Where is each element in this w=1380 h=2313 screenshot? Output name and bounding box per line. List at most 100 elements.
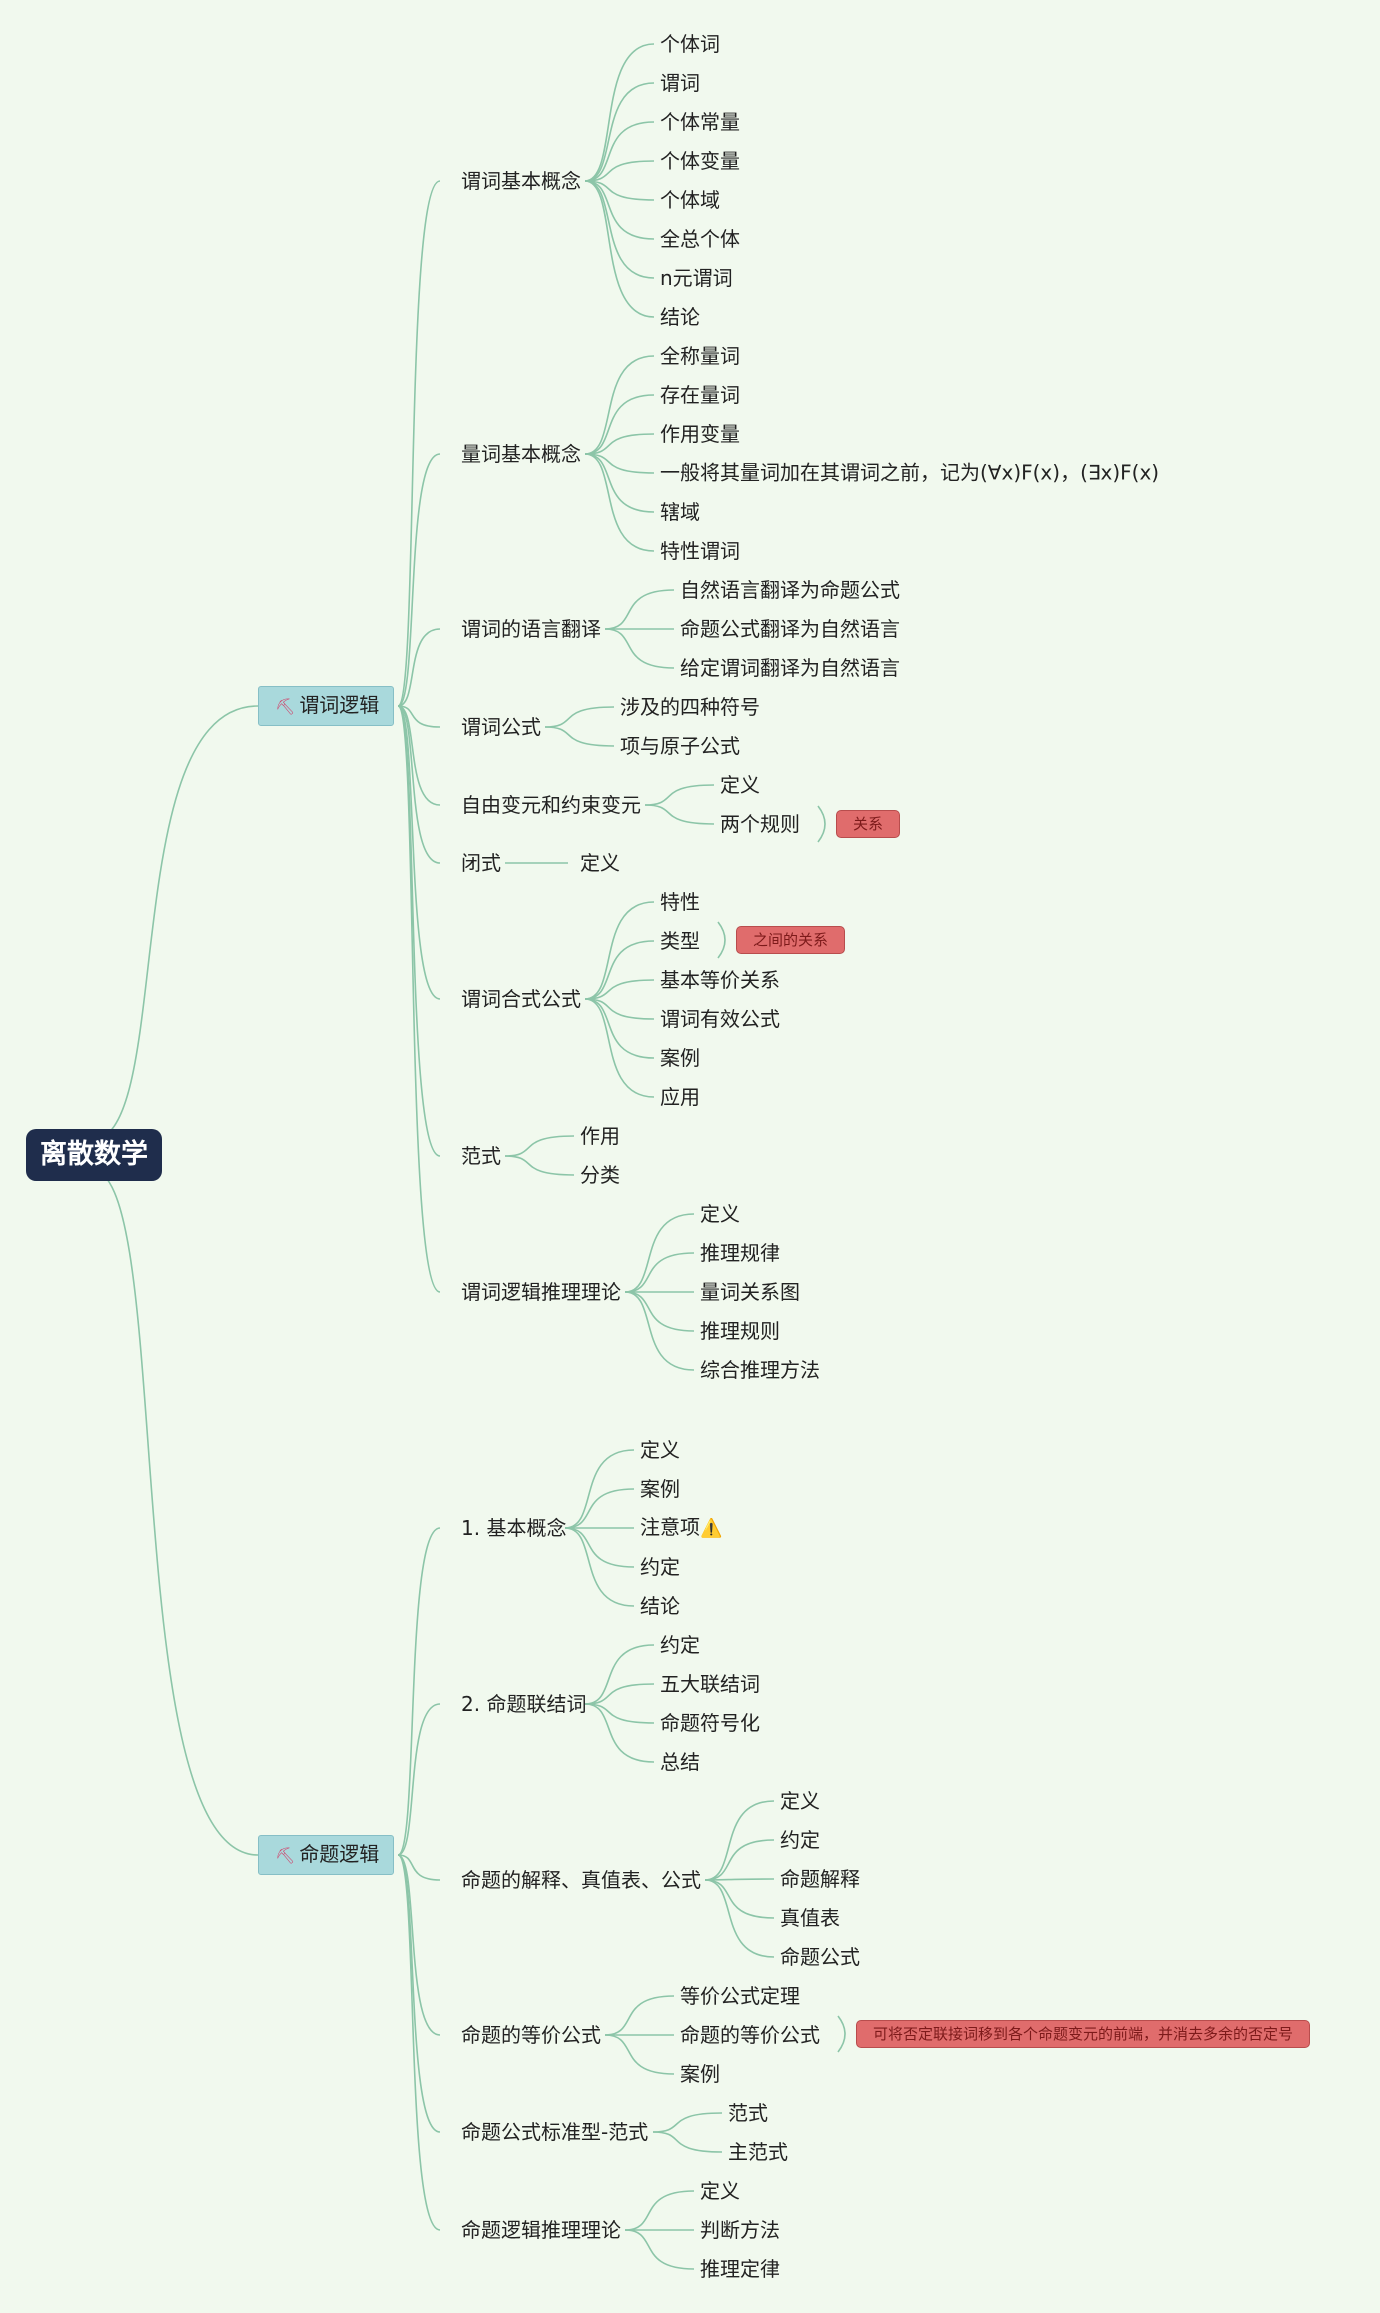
group-basic-concepts[interactable]: 1. 基本概念 xyxy=(461,1516,567,1540)
item-term-atomic-formula[interactable]: 项与原子公式 xyxy=(620,734,740,758)
item-interpretation[interactable]: 命题解释 xyxy=(780,1867,860,1891)
item-formula-to-natural[interactable]: 命题公式翻译为自然语言 xyxy=(680,617,900,641)
item-n-ary-predicate[interactable]: n元谓词 xyxy=(660,266,733,290)
tag-relationship-between[interactable]: 之间的关系 xyxy=(736,926,846,954)
item-equivalence-formula[interactable]: 命题的等价公式 xyxy=(680,2023,820,2047)
tag-bracket xyxy=(717,921,726,959)
group-quantifier-basic[interactable]: 量词基本概念 xyxy=(461,442,581,466)
group-predicate-inference[interactable]: 谓词逻辑推理理论 xyxy=(461,1280,621,1304)
item-prop-definition[interactable]: 定义 xyxy=(640,1438,680,1462)
group-predicate-translation[interactable]: 谓词的语言翻译 xyxy=(461,617,601,641)
link-curve xyxy=(397,1854,441,2036)
item-existential-quantifier[interactable]: 存在量词 xyxy=(660,383,740,407)
branch-predicate-logic[interactable]: ⛏谓词逻辑 xyxy=(258,686,395,726)
item-prop-inference-definition[interactable]: 定义 xyxy=(700,2179,740,2203)
group-prop-inference[interactable]: 命题逻辑推理理论 xyxy=(461,2218,621,2242)
item-judgment-method[interactable]: 判断方法 xyxy=(700,2218,780,2242)
link-curve xyxy=(397,1703,441,1856)
item-application[interactable]: 应用 xyxy=(660,1085,700,1109)
item-inference-laws[interactable]: 推理规律 xyxy=(700,1241,780,1265)
item-connective-convention[interactable]: 约定 xyxy=(660,1633,700,1657)
item-two-rules[interactable]: 两个规则 xyxy=(720,812,800,836)
item-prop-case[interactable]: 案例 xyxy=(640,1477,680,1501)
item-universal-quantifier[interactable]: 全称量词 xyxy=(660,344,740,368)
group-well-formed-formula[interactable]: 谓词合式公式 xyxy=(461,987,581,1011)
item-four-symbols[interactable]: 涉及的四种符号 xyxy=(620,695,760,719)
item-conclusion[interactable]: 结论 xyxy=(660,305,700,329)
link-curve xyxy=(91,705,259,1141)
item-interp-definition[interactable]: 定义 xyxy=(780,1789,820,1813)
link-curve xyxy=(397,705,441,1293)
link-curve xyxy=(584,433,655,455)
link-curve xyxy=(397,705,441,728)
item-symbolization[interactable]: 命题符号化 xyxy=(660,1711,760,1735)
item-prop-formula[interactable]: 命题公式 xyxy=(780,1945,860,1969)
group-interpretation-truth-table[interactable]: 命题的解释、真值表、公式 xyxy=(461,1868,701,1892)
item-quantifier-notation[interactable]: 一般将其量词加在其谓词之前，记为(∀x)F(x)，(∃x)F(x) xyxy=(660,460,1160,485)
item-valid-formula[interactable]: 谓词有效公式 xyxy=(660,1007,780,1031)
item-case[interactable]: 案例 xyxy=(660,1046,700,1070)
item-basic-equivalence[interactable]: 基本等价关系 xyxy=(660,968,780,992)
root-node[interactable]: 离散数学 xyxy=(26,1129,162,1181)
item-property[interactable]: 特性 xyxy=(660,890,700,914)
link-curve xyxy=(584,180,655,240)
link-curve xyxy=(704,1879,775,1958)
item-normal-form[interactable]: 范式 xyxy=(728,2101,768,2125)
item-bound-variable[interactable]: 作用变量 xyxy=(660,422,740,446)
link-curve xyxy=(564,1488,635,1529)
item-comprehensive-inference[interactable]: 综合推理方法 xyxy=(700,1358,820,1382)
item-quantifier-relation-diagram[interactable]: 量词关系图 xyxy=(700,1280,800,1304)
item-convention[interactable]: 约定 xyxy=(640,1555,680,1579)
link-curve xyxy=(584,394,655,455)
item-function[interactable]: 作用 xyxy=(580,1124,620,1148)
tag-negation-note[interactable]: 可将否定联接词移到各个命题变元的前端，并消去多余的否定号 xyxy=(856,2020,1311,2048)
pick-icon: ⛏ xyxy=(275,697,296,716)
item-closed-definition[interactable]: 定义 xyxy=(580,851,620,875)
link-curve xyxy=(624,1291,695,1371)
group-predicate-formula[interactable]: 谓词公式 xyxy=(461,715,541,739)
item-definition[interactable]: 定义 xyxy=(720,773,760,797)
item-notes[interactable]: 注意项⚠️ xyxy=(640,1515,723,1539)
item-individual-variable[interactable]: 个体变量 xyxy=(660,149,740,173)
group-normal-form[interactable]: 范式 xyxy=(461,1144,501,1168)
branch-propositional-logic[interactable]: ⛏命题逻辑 xyxy=(258,1835,395,1875)
link-curve xyxy=(397,1527,441,1856)
link-curve xyxy=(397,705,441,864)
item-universal-individual[interactable]: 全总个体 xyxy=(660,227,740,251)
item-classification[interactable]: 分类 xyxy=(580,1163,620,1187)
link-curve xyxy=(584,940,655,1000)
item-individual-term[interactable]: 个体词 xyxy=(660,32,720,56)
item-predicate[interactable]: 谓词 xyxy=(660,71,700,95)
tag-relation[interactable]: 关系 xyxy=(836,810,901,838)
group-closed-formula[interactable]: 闭式 xyxy=(461,851,501,875)
item-five-connectives[interactable]: 五大联结词 xyxy=(660,1672,760,1696)
item-summary[interactable]: 总结 xyxy=(660,1750,700,1774)
item-individual-domain[interactable]: 个体域 xyxy=(660,188,720,212)
item-equivalence-theorem[interactable]: 等价公式定理 xyxy=(680,1984,800,2008)
link-curve xyxy=(644,804,715,825)
item-type[interactable]: 类型 xyxy=(660,929,700,953)
link-curve xyxy=(604,589,675,630)
item-inference-definition[interactable]: 定义 xyxy=(700,1202,740,1226)
link-curve xyxy=(564,1527,635,1607)
item-equivalence-case[interactable]: 案例 xyxy=(680,2062,720,2086)
link-curve xyxy=(704,1878,775,1881)
group-predicate-basic[interactable]: 谓词基本概念 xyxy=(461,169,581,193)
group-standard-form[interactable]: 命题公式标准型-范式 xyxy=(461,2120,649,2144)
item-principal-normal-form[interactable]: 主范式 xyxy=(728,2140,788,2164)
item-given-predicate-to-natural[interactable]: 给定谓词翻译为自然语言 xyxy=(680,656,900,680)
item-interp-convention[interactable]: 约定 xyxy=(780,1828,820,1852)
link-curve xyxy=(504,1155,575,1176)
group-connectives[interactable]: 2. 命题联结词 xyxy=(461,1692,587,1716)
item-scope[interactable]: 辖域 xyxy=(660,500,700,524)
item-truth-table[interactable]: 真值表 xyxy=(780,1906,840,1930)
item-prop-conclusion[interactable]: 结论 xyxy=(640,1594,680,1618)
item-inference-law[interactable]: 推理定律 xyxy=(700,2257,780,2281)
group-free-bound-variables[interactable]: 自由变元和约束变元 xyxy=(461,793,641,817)
item-natural-to-formula[interactable]: 自然语言翻译为命题公式 xyxy=(680,578,900,602)
group-equivalence-formula[interactable]: 命题的等价公式 xyxy=(461,2023,601,2047)
item-individual-constant[interactable]: 个体常量 xyxy=(660,110,740,134)
item-characteristic-predicate[interactable]: 特性谓词 xyxy=(660,539,740,563)
item-inference-rules[interactable]: 推理规则 xyxy=(700,1319,780,1343)
